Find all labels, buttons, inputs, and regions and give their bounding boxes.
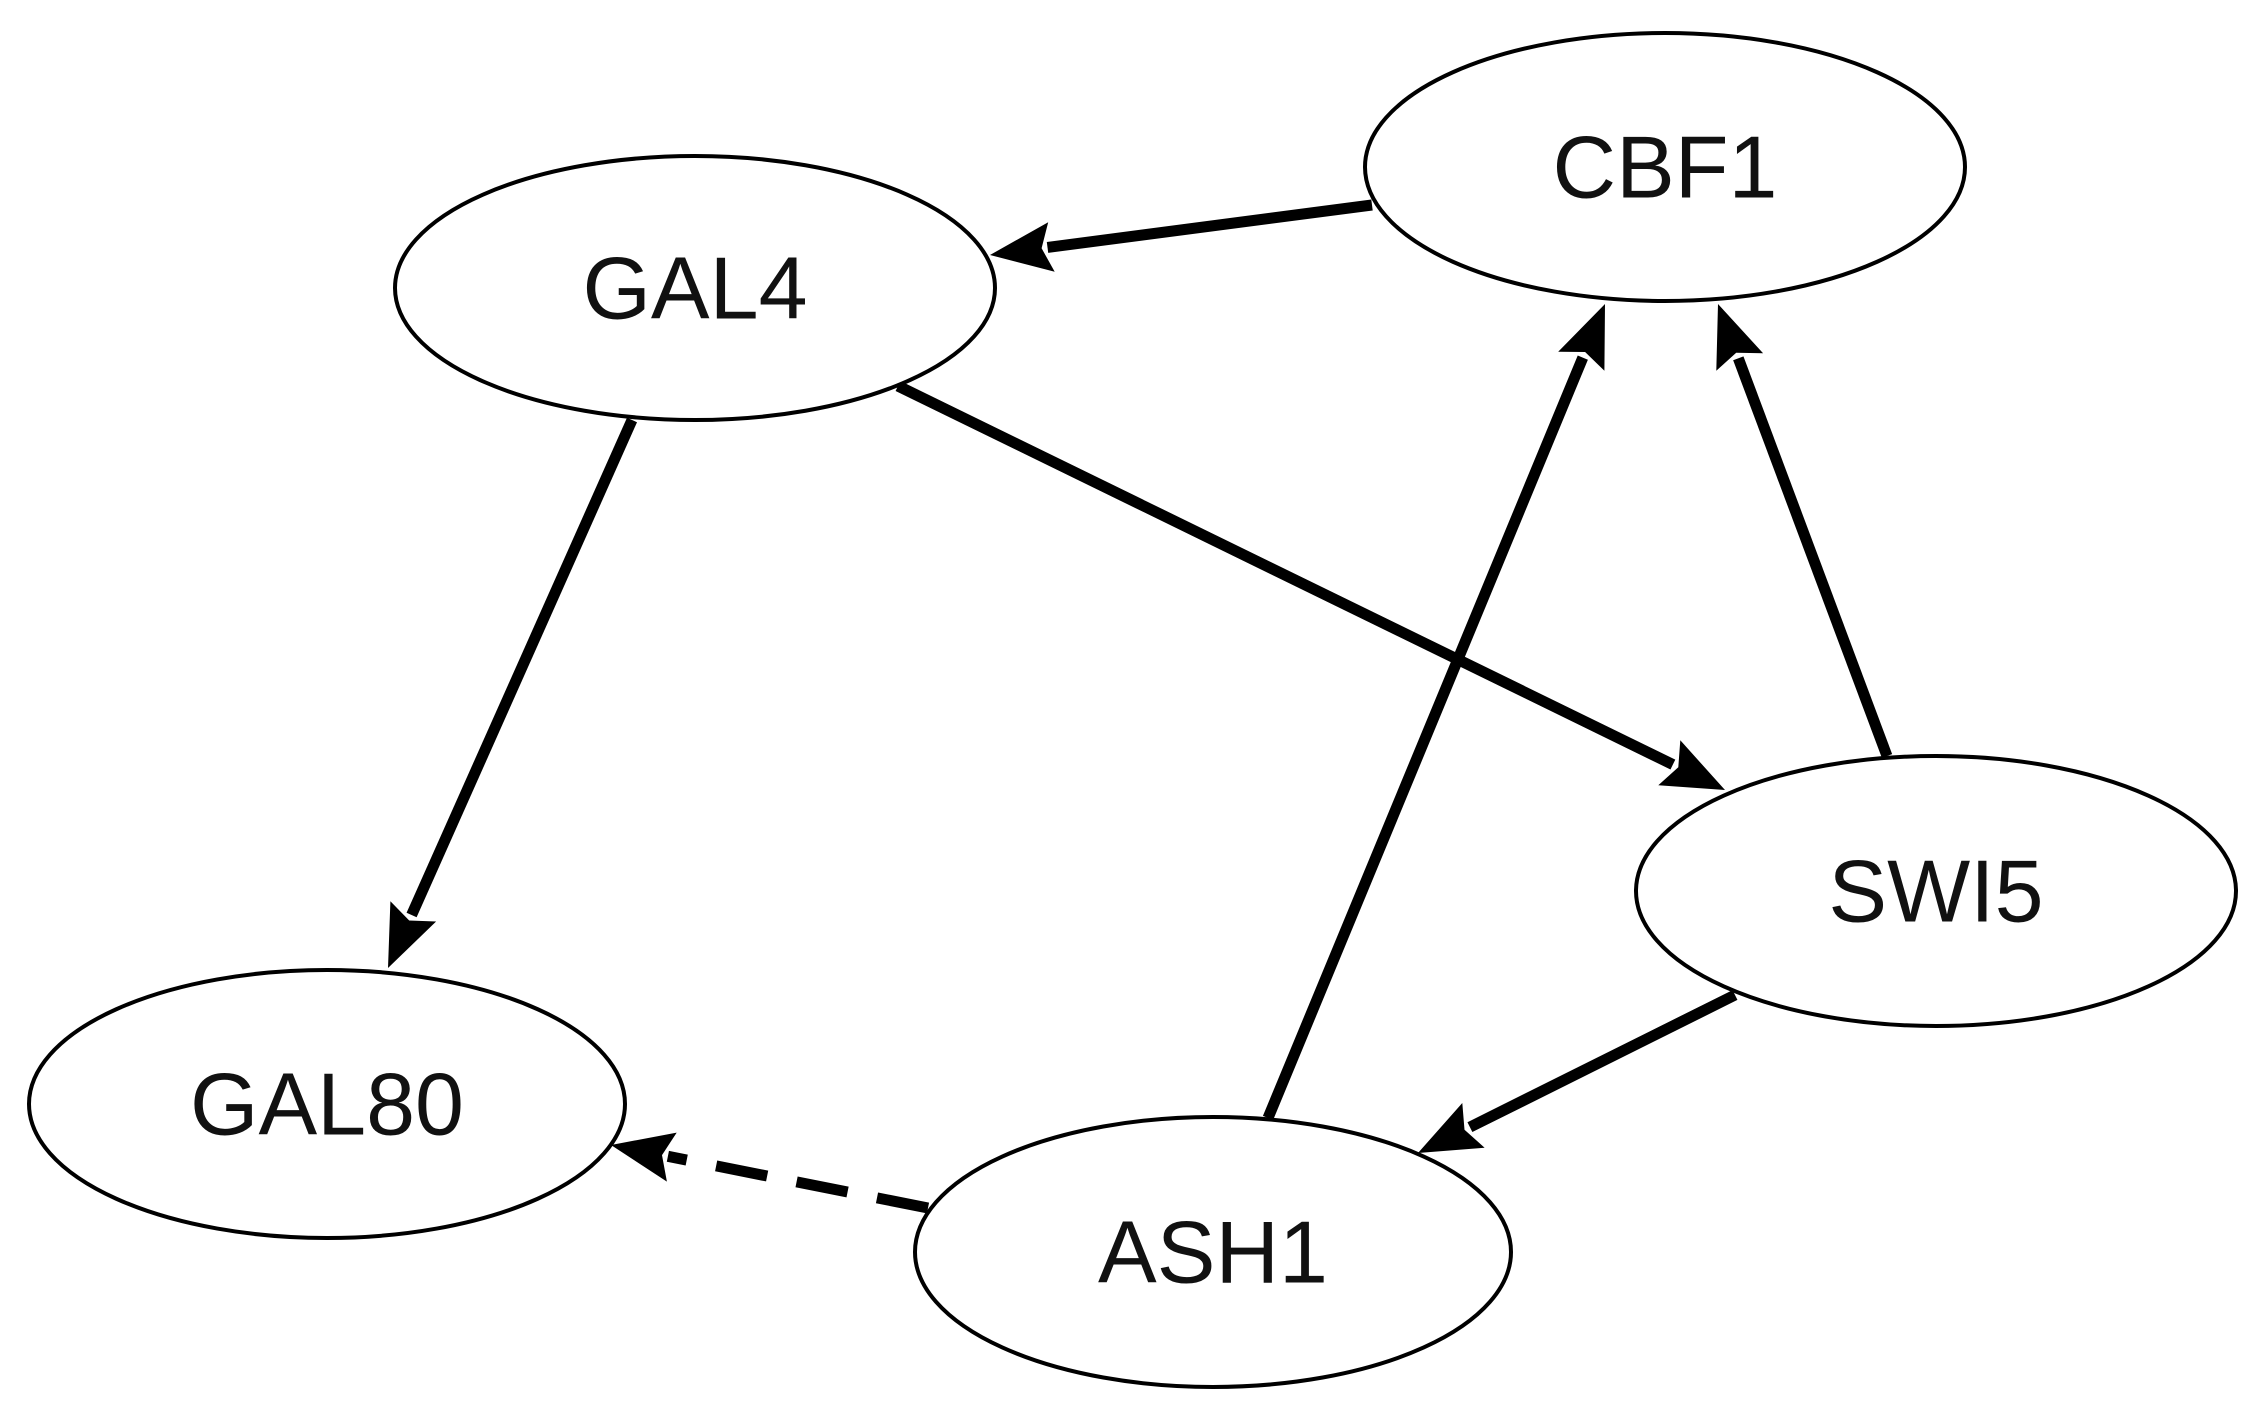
arrowhead-icon [1418, 1103, 1485, 1153]
edge-line [666, 1150, 930, 1214]
node-swi5-label: SWI5 [1828, 842, 2043, 941]
arrowhead-icon [1716, 304, 1764, 371]
edge-line [1733, 356, 1893, 758]
node-gal80: GAL80 [27, 968, 627, 1240]
edge-line [1262, 355, 1588, 1121]
edge-swi5-to-ash1 [1418, 990, 1738, 1153]
edge-ash1-to-cbf1 [1262, 304, 1605, 1121]
edge-gal4-to-swi5 [895, 381, 1725, 790]
arrowhead-icon [388, 901, 437, 968]
arrowhead-icon [990, 222, 1055, 272]
node-gal80-label: GAL80 [190, 1055, 464, 1154]
node-gal4: GAL4 [393, 154, 997, 422]
node-swi5-ellipse [1634, 754, 2238, 1028]
edge-line [1046, 199, 1373, 253]
node-ash1: ASH1 [913, 1115, 1513, 1389]
arrowhead-icon [1658, 740, 1725, 790]
edge-line [406, 417, 638, 918]
node-ash1-label: ASH1 [1098, 1203, 1328, 1302]
edge-cbf1-to-gal4 [990, 199, 1373, 272]
node-ash1-ellipse [913, 1115, 1513, 1389]
edge-line [895, 381, 1676, 770]
edge-line [1467, 990, 1738, 1133]
edge-swi5-to-cbf1 [1716, 304, 1893, 758]
node-cbf1: CBF1 [1363, 31, 1967, 303]
arrowhead-icon [611, 1132, 677, 1182]
arrowhead-icon [1558, 304, 1605, 371]
node-gal80-ellipse [27, 968, 627, 1240]
edge-ash1-to-gal80 [611, 1132, 930, 1214]
node-cbf1-ellipse [1363, 31, 1967, 303]
node-cbf1-label: CBF1 [1553, 118, 1778, 217]
edges-layer [388, 199, 1893, 1214]
node-gal4-ellipse [393, 154, 997, 422]
edge-gal4-to-gal80 [388, 417, 638, 968]
nodes-layer: GAL4 CBF1 SWI5 GAL80 ASH1 [27, 31, 2238, 1389]
node-swi5: SWI5 [1634, 754, 2238, 1028]
node-gal4-label: GAL4 [582, 239, 807, 338]
